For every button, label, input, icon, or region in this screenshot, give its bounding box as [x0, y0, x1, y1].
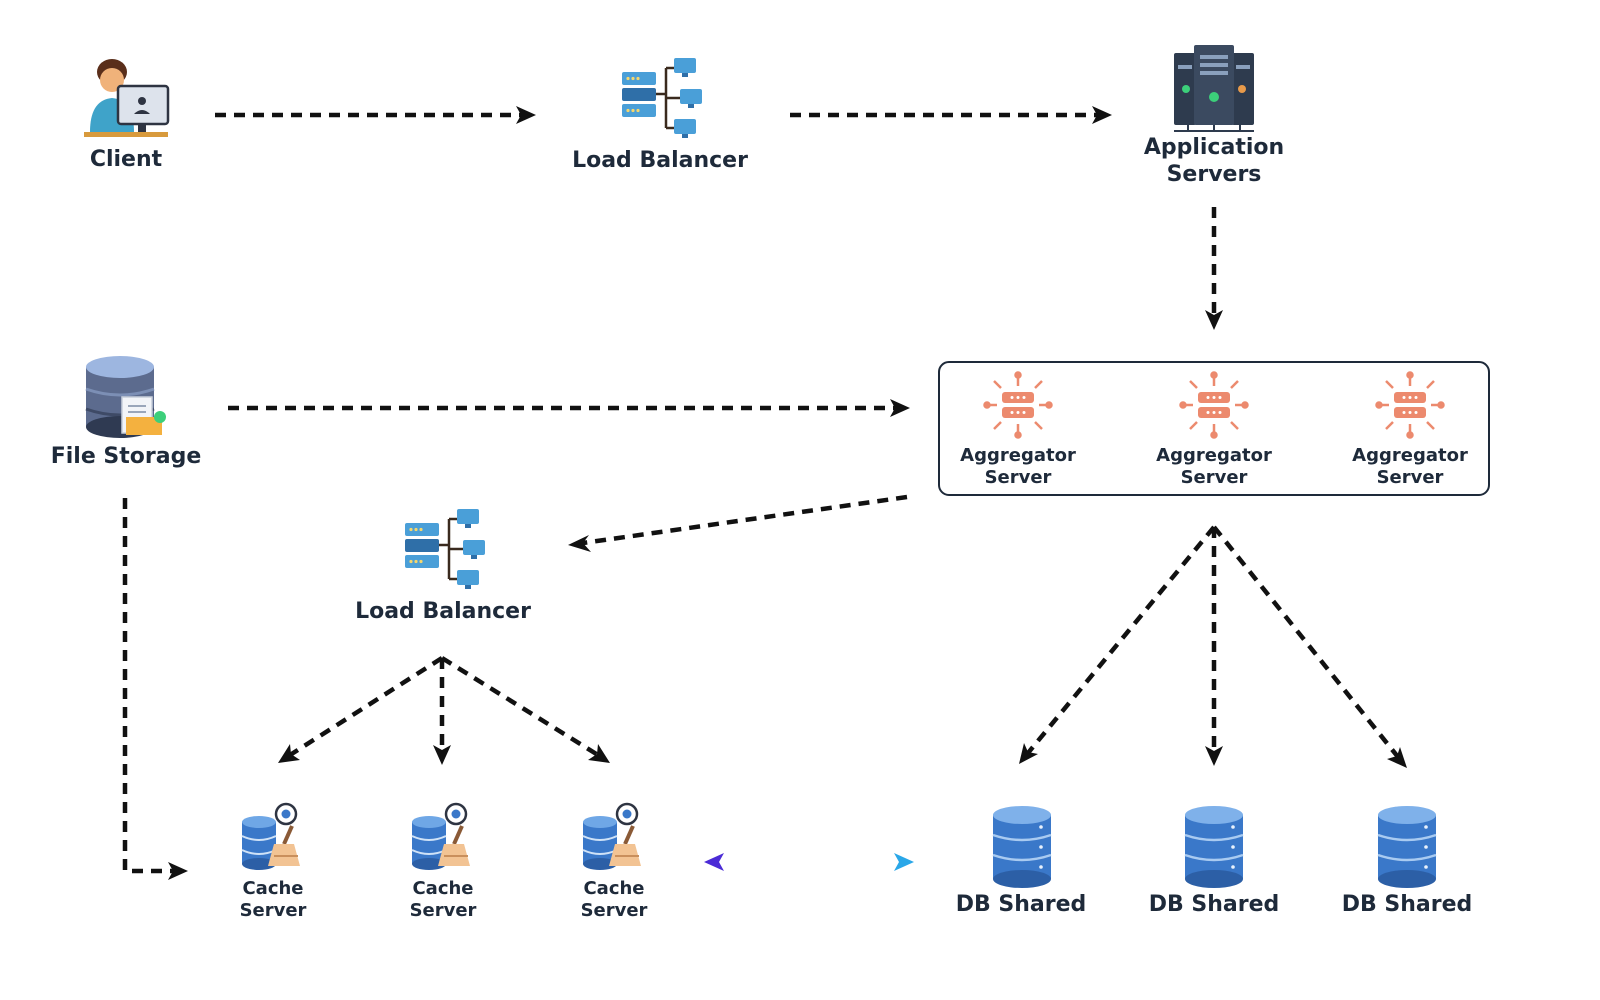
aggregator-label-line2: Server — [1377, 467, 1444, 488]
server-rack-icon — [1174, 45, 1254, 132]
aggregator-label-line1: Aggregator — [960, 445, 1076, 466]
edge-aggregator-to-load-balancer — [582, 494, 908, 546]
db-shard-label: DB Shared — [956, 892, 1087, 917]
file-storage-label: File Storage — [51, 444, 202, 469]
arrowhead — [1205, 310, 1223, 330]
arrowhead — [1387, 747, 1407, 768]
database-icon — [1376, 804, 1438, 890]
app-servers-label-line1: Application — [1144, 135, 1284, 160]
app-servers-label-line2: Servers — [1167, 162, 1262, 187]
cache-server-icon — [581, 802, 643, 872]
file-storage-icon — [85, 356, 166, 438]
edge-file-storage-to-cache — [122, 498, 174, 874]
arrowhead — [1019, 743, 1038, 764]
arrowhead — [588, 744, 610, 763]
arrowhead — [433, 745, 451, 765]
load-balancer-mid-label: Load Balancer — [355, 599, 531, 624]
aggregator-label-line1: Aggregator — [1352, 445, 1468, 466]
edge-aggregator-to-db-3 — [1212, 525, 1400, 759]
edge-aggregator-to-db-1 — [1026, 525, 1216, 755]
cache-server-icon — [240, 802, 302, 872]
cache-label-line2: Server — [410, 900, 477, 921]
aggregator-label-line2: Server — [1181, 467, 1248, 488]
arrowhead — [568, 535, 591, 552]
cache-label-line1: Cache — [583, 878, 644, 899]
aggregator-label-line1: Aggregator — [1156, 445, 1272, 466]
cache-label-line2: Server — [581, 900, 648, 921]
arrowhead — [1205, 746, 1223, 766]
arrowhead — [278, 744, 300, 763]
database-icon — [991, 804, 1053, 890]
cache-server-icon — [410, 802, 472, 872]
db-shard-label: DB Shared — [1149, 892, 1280, 917]
arrowhead — [168, 862, 188, 880]
load-balancer-icon — [620, 56, 704, 140]
edge-load-balancer-to-cache-3 — [440, 656, 600, 757]
db-shard-label: DB Shared — [1342, 892, 1473, 917]
cache-label-line1: Cache — [412, 878, 473, 899]
cache-label-line2: Server — [240, 900, 307, 921]
aggregator-label-line2: Server — [985, 467, 1052, 488]
cache-label-line1: Cache — [242, 878, 303, 899]
load-balancer-icon — [403, 507, 487, 591]
arrowhead-left — [704, 853, 724, 871]
arrowhead — [516, 106, 536, 124]
client-icon — [84, 59, 170, 137]
database-icon — [1183, 804, 1245, 890]
arrowhead-right — [894, 853, 914, 871]
arrowhead — [1092, 106, 1112, 124]
edge-load-balancer-to-cache-1 — [288, 656, 444, 757]
arrowhead — [890, 399, 910, 417]
client-label: Client — [90, 147, 163, 172]
load-balancer-top-label: Load Balancer — [572, 148, 748, 173]
